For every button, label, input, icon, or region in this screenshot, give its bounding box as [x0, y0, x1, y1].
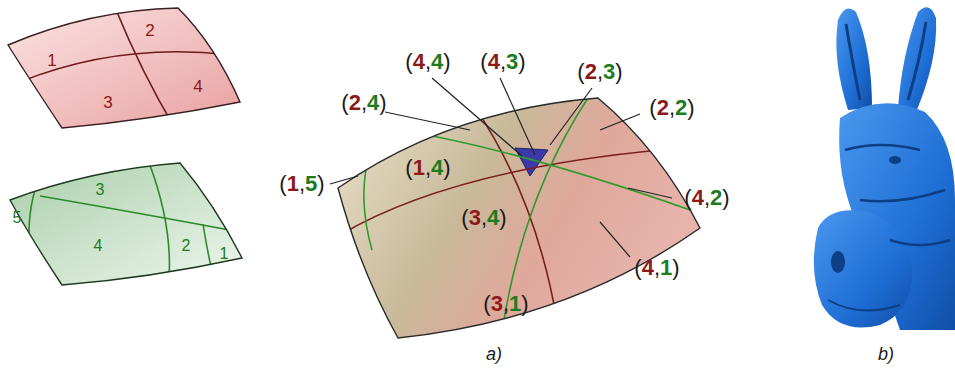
- pair-label: (3,1): [483, 293, 528, 315]
- label-char: 4: [367, 90, 379, 115]
- label-char: ,: [425, 49, 431, 74]
- label-char: ,: [669, 95, 675, 120]
- label-char: (: [405, 49, 412, 74]
- label-char: 5: [305, 171, 317, 196]
- label-char: ,: [654, 255, 660, 280]
- label-char: ): [672, 255, 679, 280]
- label-char: ): [443, 155, 450, 180]
- label-char: 4: [488, 49, 500, 74]
- label-char: 4: [692, 185, 704, 210]
- pair-label: (4,3): [480, 51, 525, 73]
- label-char: (: [279, 171, 286, 196]
- label-char: (: [405, 155, 412, 180]
- label-char: (: [483, 291, 490, 316]
- region-number: 3: [96, 182, 105, 198]
- label-char: ): [521, 291, 528, 316]
- label-char: 2: [657, 95, 669, 120]
- combined-patch: [338, 95, 700, 345]
- label-char: 1: [220, 245, 229, 262]
- label-char: 4: [193, 77, 202, 96]
- label-char: 1: [287, 171, 299, 196]
- label-char: ): [379, 90, 386, 115]
- pair-label: (1,5): [279, 173, 324, 195]
- pair-label: (4,2): [684, 187, 729, 209]
- label-char: 1: [509, 291, 521, 316]
- label-char: 2: [710, 185, 722, 210]
- label-char: ): [722, 185, 729, 210]
- label-char: 4: [431, 155, 443, 180]
- label-char: 4: [642, 255, 654, 280]
- label-char: 3: [103, 93, 112, 112]
- region-number: 4: [94, 238, 103, 254]
- region-number: 5: [13, 210, 22, 226]
- label-char: 1: [413, 155, 425, 180]
- label-char: (: [684, 185, 691, 210]
- label-char: 4: [413, 49, 425, 74]
- label-char: ): [615, 59, 622, 84]
- label-char: a: [486, 344, 496, 364]
- label-char: ,: [299, 171, 305, 196]
- region-number: 2: [182, 238, 191, 254]
- label-char: 4: [94, 237, 103, 254]
- label-char: 2: [585, 59, 597, 84]
- label-char: 2: [182, 237, 191, 254]
- label-char: 1: [660, 255, 672, 280]
- region-number: 1: [47, 52, 56, 69]
- label-char: (: [577, 59, 584, 84]
- label-char: (: [480, 49, 487, 74]
- label-char: (: [649, 95, 656, 120]
- label-char: (: [461, 205, 468, 230]
- label-char: 1: [47, 51, 56, 70]
- label-char: 4: [487, 205, 499, 230]
- region-number: 1: [220, 246, 229, 262]
- pair-label: (1,4): [405, 157, 450, 179]
- label-char: ): [317, 171, 324, 196]
- label-char: (: [341, 90, 348, 115]
- label-char: ,: [500, 49, 506, 74]
- pair-label: (2,4): [341, 92, 386, 114]
- label-char: b: [878, 344, 888, 364]
- label-char: ,: [425, 155, 431, 180]
- region-number: 3: [103, 94, 112, 111]
- pair-label: (4,4): [405, 51, 450, 73]
- label-char: ,: [597, 59, 603, 84]
- label-char: ): [499, 205, 506, 230]
- leader-lines: [330, 78, 672, 257]
- red-patch: [8, 0, 240, 130]
- label-char: 5: [13, 209, 22, 226]
- region-number: 2: [145, 22, 154, 39]
- label-char: 4: [431, 49, 443, 74]
- pair-label: (4,1): [634, 257, 679, 279]
- label-char: 3: [96, 181, 105, 198]
- label-char: ,: [481, 205, 487, 230]
- label-char: 2: [349, 90, 361, 115]
- label-char: (: [634, 255, 641, 280]
- label-char: 2: [675, 95, 687, 120]
- label-char: ): [518, 49, 525, 74]
- label-char: ,: [704, 185, 710, 210]
- pair-label: (2,3): [577, 61, 622, 83]
- label-char: ,: [503, 291, 509, 316]
- pair-label: (2,2): [649, 97, 694, 119]
- label-char: ): [888, 344, 894, 364]
- label-char: 3: [603, 59, 615, 84]
- label-char: ): [443, 49, 450, 74]
- figure-tag: b): [878, 345, 894, 363]
- label-char: ): [687, 95, 694, 120]
- label-char: 2: [145, 21, 154, 40]
- label-char: ): [496, 344, 502, 364]
- green-patch: [10, 160, 242, 290]
- pair-label: (3,4): [461, 207, 506, 229]
- figure-tag: a): [486, 345, 502, 363]
- label-char: 3: [506, 49, 518, 74]
- label-char: 3: [491, 291, 503, 316]
- region-number: 4: [193, 78, 202, 95]
- donkey-sculpture: [814, 7, 955, 330]
- label-char: 3: [469, 205, 481, 230]
- label-char: ,: [361, 90, 367, 115]
